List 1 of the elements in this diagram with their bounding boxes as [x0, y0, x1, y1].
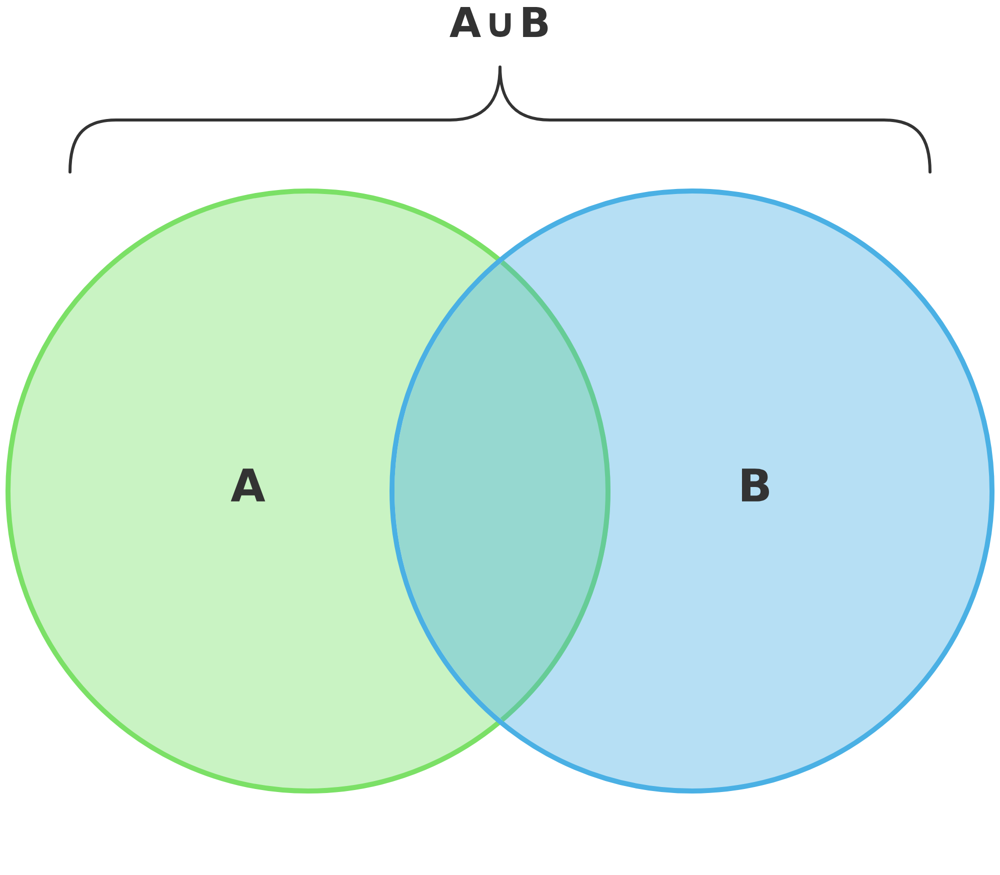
title: A∪B	[450, 7, 548, 37]
